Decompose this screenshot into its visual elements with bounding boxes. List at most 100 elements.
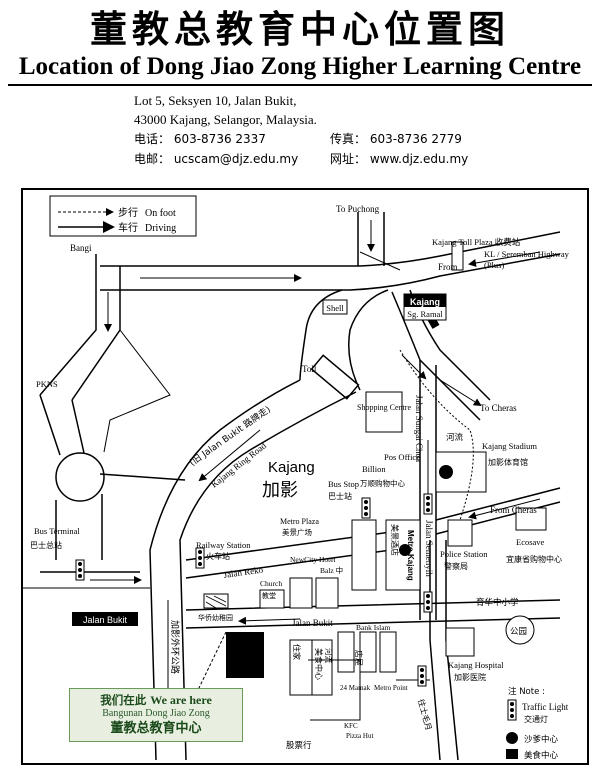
sate-centre-marker-icon <box>399 544 411 556</box>
note-food-centre: 美食中心 <box>524 750 559 761</box>
address-block: Lot 5, Seksyen 10, Jalan Bukit, 43000 Ka… <box>134 92 594 176</box>
label-bangi: Bangi <box>70 243 92 253</box>
park-circle <box>505 615 535 645</box>
label-river2-cn: 河流 <box>324 648 334 663</box>
label-railway-station: Railway Station <box>196 540 251 550</box>
label-ring-road-cn: 加影外环公路 <box>169 620 181 674</box>
ring-road-inner <box>179 391 357 761</box>
label-balz: Balz 中 <box>320 565 343 575</box>
page-title-chinese: 董教总教育中心位置图 <box>90 7 510 51</box>
address-line-2: 43000 Kajang, Selangor, Malaysia. <box>134 112 317 127</box>
label-kajang-hospital: Kajang Hospital <box>448 660 504 670</box>
address-line-1: Lot 5, Seksyen 10, Jalan Bukit, <box>134 93 297 108</box>
label-metro-kajang: Metro Kajang <box>406 530 415 581</box>
legend-driving-en: Driving <box>145 223 176 234</box>
highway-bottom <box>100 253 561 291</box>
we-are-here-en: We are here <box>150 693 212 707</box>
we-are-here-cn: 我们在此 <box>100 693 147 707</box>
label-mamak: 24 Mamak <box>340 684 371 692</box>
fax: 传真： 603-8736 2779 <box>330 132 462 146</box>
traffic-light-icon <box>507 699 517 721</box>
note-title: 注 Note : <box>508 686 545 697</box>
title-rule <box>8 84 592 86</box>
map-frame <box>21 188 589 765</box>
label-metro-plaza-cn: 美景广场 <box>282 527 312 537</box>
puchong-road <box>357 212 385 266</box>
label-plus: (Plus) <box>484 260 504 270</box>
label-stadium-cn: 加影体育馆 <box>488 457 528 467</box>
sate-centre-icon <box>506 732 518 744</box>
metro-kajang-block <box>385 519 421 591</box>
label-shop-cn: 店屋 <box>354 650 364 666</box>
label-pizza-hut: Pizza Hut <box>346 732 373 740</box>
label-pos-office: Pos Office <box>384 452 420 462</box>
label-school-cn: 育华中小学 <box>476 597 519 608</box>
label-bus-stop: Bus Stop <box>328 479 359 489</box>
note-traffic-light: Traffic Light <box>522 702 569 712</box>
traffic-light-icon <box>195 547 205 569</box>
label-ecosave: Ecosave <box>516 537 545 547</box>
traffic-light-icon <box>423 591 433 613</box>
traffic-light-icon <box>423 493 433 515</box>
label-bus-terminal-cn: 巴士总站 <box>30 540 62 550</box>
page-title-english: Location of Dong Jiao Zong Higher Learni… <box>18 53 582 80</box>
label-church-cn: 教堂 <box>262 591 276 600</box>
label-metro-plaza: Metro Plaza <box>280 517 319 526</box>
label-from: From <box>438 262 458 272</box>
jalan-bukit-sign <box>72 612 138 626</box>
label-sg-ramal: Sg. Ramal <box>407 309 443 319</box>
label-police-cn: 警察局 <box>444 561 468 571</box>
email: 电邮： ucscam@djz.edu.my <box>134 152 299 166</box>
building-name: Bangunan Dong Jiao Zong <box>102 708 210 719</box>
label-jalan-reko: Jalan Reko <box>223 564 264 580</box>
label-jalan-semenyih: Jalan Semenyih <box>424 520 434 577</box>
shopping-centre-block <box>365 391 403 433</box>
church-block <box>259 589 285 609</box>
label-railway-cn: 火车站 <box>206 551 230 561</box>
label-jalan-bukit-road: (旧 Jalan Bukit 路牌走) <box>187 403 273 468</box>
ring-road-outer <box>149 379 301 761</box>
food-centre-icon <box>506 749 518 759</box>
label-billion-cn: 万顺购物中心 <box>360 478 405 488</box>
legend-on-foot-en: On foot <box>145 208 176 219</box>
label-kl-seremban: KL / Seremban Highway <box>484 249 570 259</box>
river <box>399 349 474 521</box>
legend-box <box>49 195 197 237</box>
label-toll: Toll <box>302 364 317 374</box>
label-river-cn: 河流 <box>446 432 464 443</box>
kajang-toll-booth <box>451 241 464 271</box>
note-traffic-light-cn: 交通灯 <box>524 714 548 724</box>
traffic-light-icon <box>417 665 427 687</box>
label-bus-terminal: Bus Terminal <box>34 526 80 536</box>
label-bus-stop-cn: 巴士站 <box>328 491 352 501</box>
label-to-semenyih-cn: 往士毛月 <box>416 698 434 731</box>
label-park-cn: 公园 <box>510 627 527 637</box>
highway-ramp <box>359 251 401 271</box>
label-shell: Shell <box>326 303 344 313</box>
highway-top <box>100 231 561 267</box>
label-jalan-bukit-road-name: Jalan Bukit <box>292 618 333 628</box>
label-kfc: KFC <box>344 722 358 730</box>
traffic-light-icon <box>361 497 371 519</box>
we-are-here-building <box>226 632 264 678</box>
toll-booth <box>310 354 360 400</box>
label-jalan-sungai-chua: Jalan Sungai Chua <box>414 395 424 462</box>
label-kajang-stadium: Kajang Stadium <box>482 441 537 451</box>
label-kajang-en: Kajang <box>268 459 315 476</box>
jalan-bukit <box>185 599 561 629</box>
label-kindergarten: 华侨幼稚园 <box>198 613 233 622</box>
label-bank-cn: 股票行 <box>286 740 312 751</box>
label-from-cheras: From Cheras <box>490 505 537 515</box>
label-to-puchong: To Puchong <box>336 204 380 214</box>
label-residence-cn: 住家 <box>292 644 302 660</box>
label-new-city-hotel: NewCity Hotel <box>290 555 336 564</box>
label-church: Church <box>260 579 282 588</box>
legend-driving-cn: 车行 <box>118 221 138 234</box>
building-name-cn: 董教总教育中心 <box>110 721 202 736</box>
label-bank-islam: Bank Islam <box>356 623 391 632</box>
we-are-here-panel: 我们在此 We are here Bangunan Dong Jiao Zong… <box>69 688 243 742</box>
jalan-reko <box>185 527 421 579</box>
to-cheras-road <box>391 291 481 421</box>
label-kajang-sign: Kajang <box>410 297 440 307</box>
